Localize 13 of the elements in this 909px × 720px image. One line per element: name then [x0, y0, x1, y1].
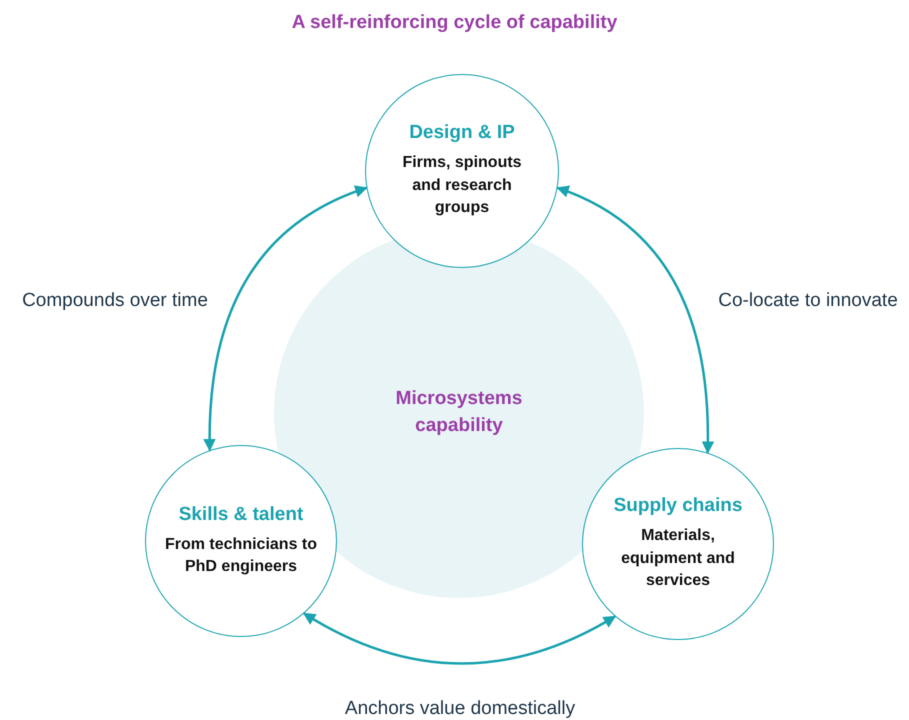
- node-heading: Supply chains: [614, 495, 742, 518]
- double-arrow: [204, 186, 368, 452]
- double-arrow: [302, 612, 616, 665]
- diagram-title: A self-reinforcing cycle of capability: [290, 12, 618, 34]
- edge-label: Compounds over time: [22, 290, 208, 312]
- center-label: Microsystems capability: [394, 387, 524, 438]
- node-description: Firms, spinouts and research groups: [401, 153, 523, 218]
- edge-label: Anchors value domestically: [344, 698, 576, 720]
- double-arrow: [556, 186, 714, 454]
- node-description: Materials, equipment and services: [620, 526, 736, 592]
- node-heading: Skills & talent: [178, 504, 304, 526]
- node-description: From technicians to PhD engineers: [164, 534, 318, 577]
- node-heading: Design & IP: [409, 122, 515, 144]
